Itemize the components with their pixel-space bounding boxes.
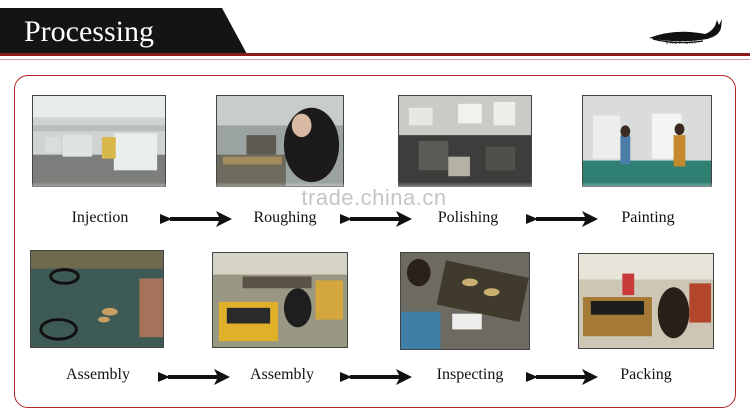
step-label-roughing: Roughing xyxy=(253,209,317,226)
step-label-polishing: Polishing xyxy=(437,209,499,226)
watermark-text: trade.china.cn xyxy=(301,185,447,210)
polishing-photo xyxy=(398,95,532,187)
watermark-band xyxy=(28,182,718,202)
assembly-photo-2 xyxy=(212,252,348,348)
arrow-right-icon xyxy=(340,211,412,227)
step-label-packing: Packing xyxy=(620,366,672,383)
step-label-assembly-1: Assembly xyxy=(66,366,130,383)
arrow-right-icon xyxy=(340,369,412,385)
arrow-right-icon xyxy=(526,369,598,385)
step-label-inspecting: Inspecting xyxy=(436,366,504,383)
painting-photo xyxy=(582,95,712,187)
packing-photo xyxy=(578,253,714,349)
injection-molding-photo xyxy=(32,95,166,187)
header-tab xyxy=(0,8,248,56)
step-label-assembly-2: Assembly xyxy=(250,366,314,383)
lazy-cat-logo-icon xyxy=(649,19,722,44)
roughing-photo xyxy=(216,95,344,187)
inspecting-photo xyxy=(400,252,530,350)
arrow-right-icon xyxy=(158,369,230,385)
assembly-photo-1 xyxy=(30,250,164,348)
header-divider-thin xyxy=(0,59,750,60)
page-title: Processing xyxy=(24,15,154,48)
step-label-injection: Injection xyxy=(71,209,129,226)
arrow-right-icon xyxy=(526,211,598,227)
arrow-right-icon xyxy=(160,211,232,227)
step-label-painting: Painting xyxy=(621,209,675,226)
header-divider xyxy=(0,53,750,56)
logo-text: LAZY CAT xyxy=(666,40,698,46)
